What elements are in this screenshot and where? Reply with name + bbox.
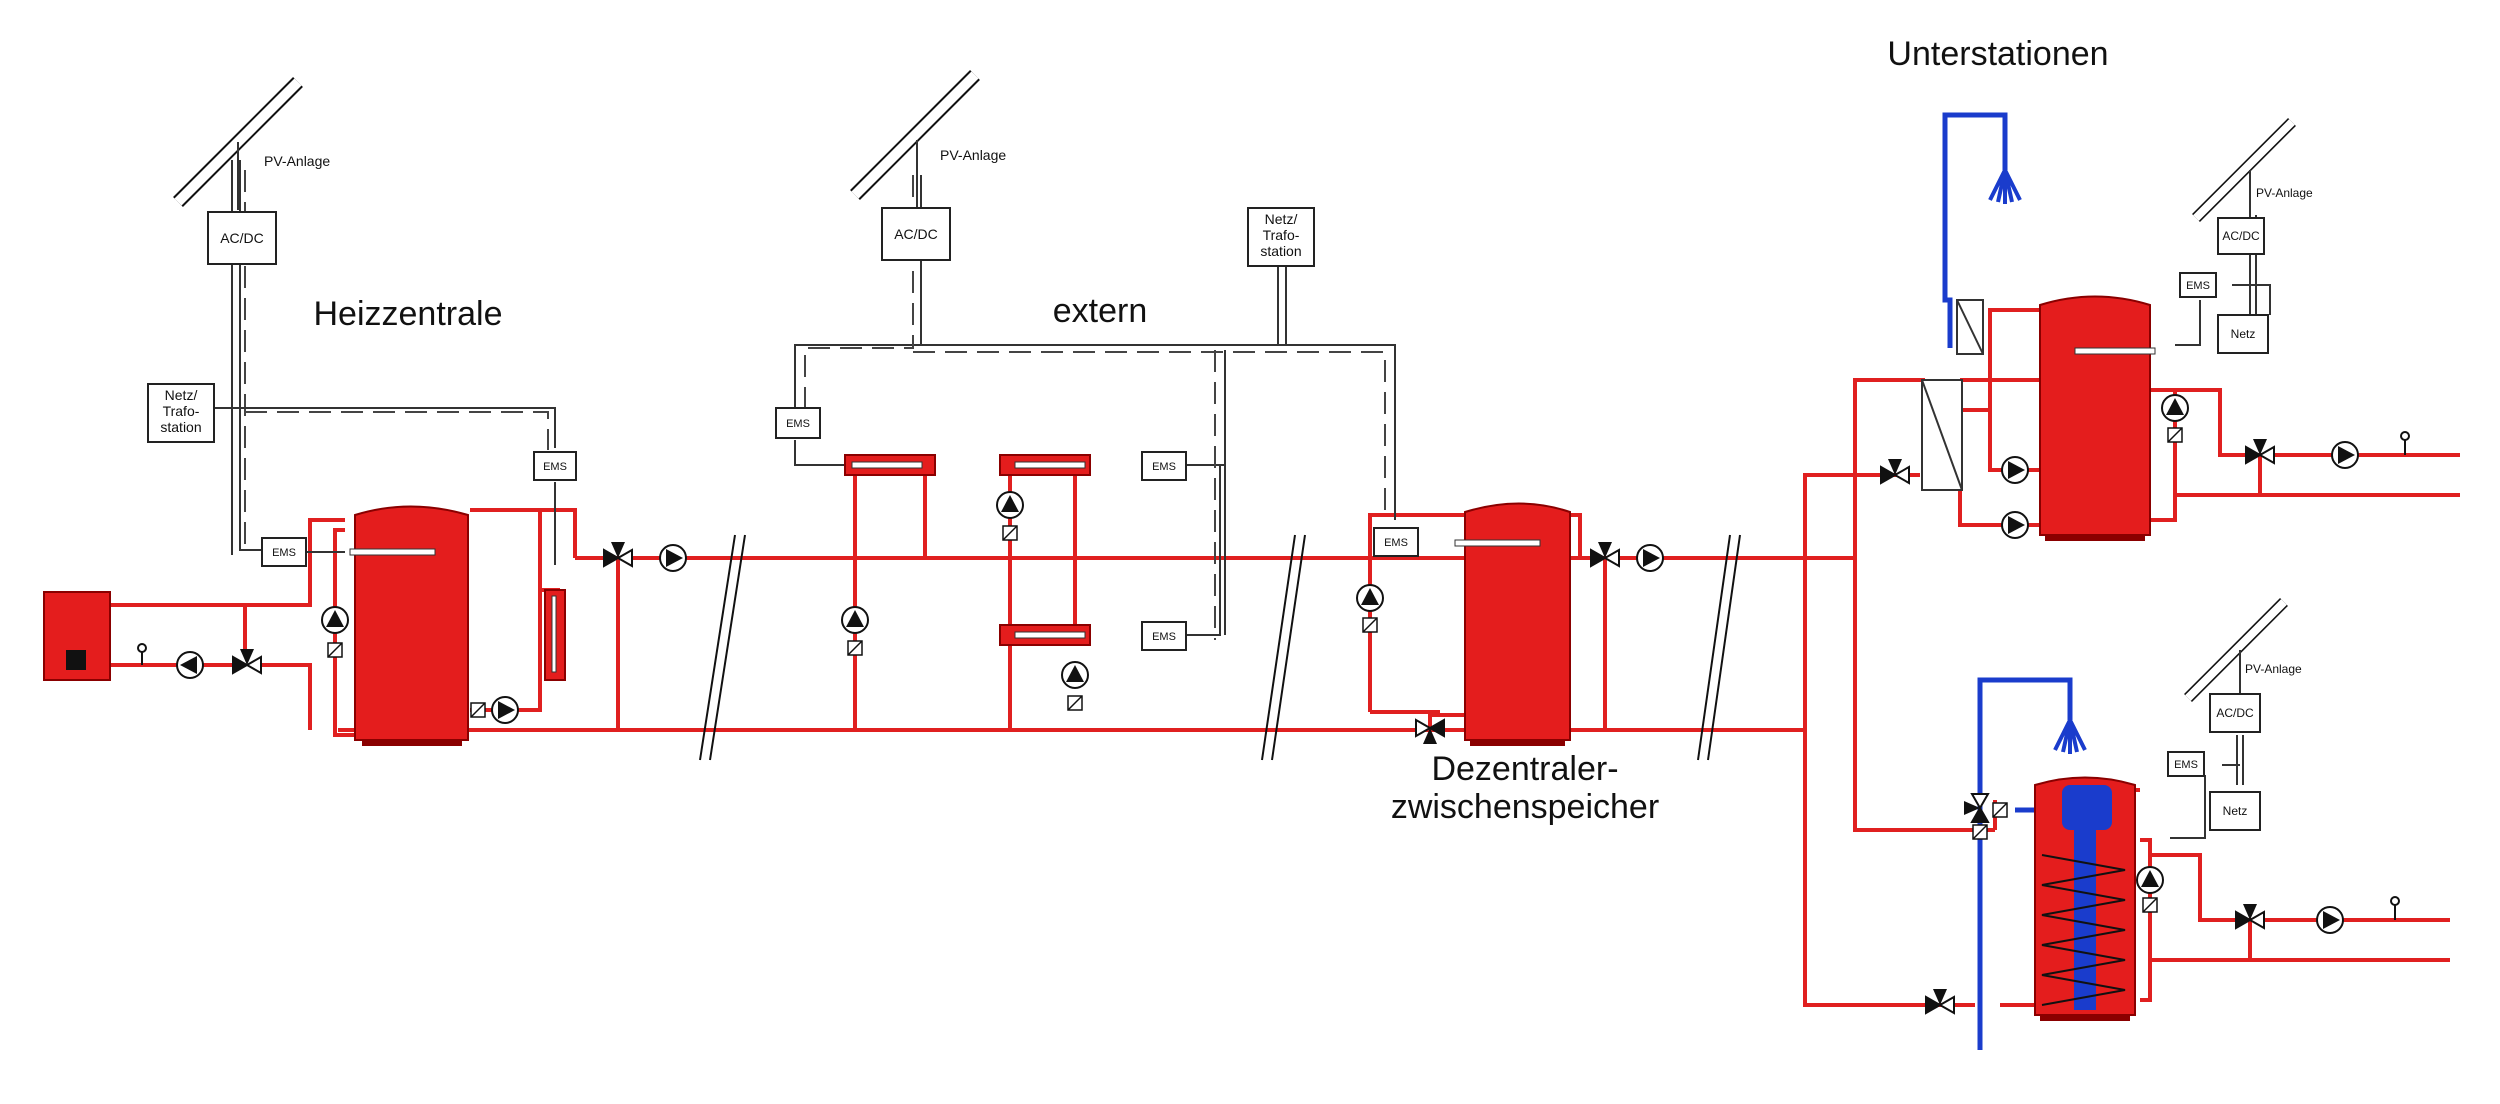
- pump-icon: [176, 651, 204, 679]
- pump-icon: [996, 491, 1024, 519]
- storage-tank-upper-substation: [2039, 295, 2156, 541]
- ems-box-dezentral: EMS: [1373, 527, 1419, 557]
- netz-trafo-box-heizzentrale: Netz/ Trafo- station: [147, 383, 215, 443]
- pump-icon: [491, 696, 519, 724]
- label-pv-anlage-upper: PV-Anlage: [2256, 186, 2313, 200]
- temperature-sensor-icon: [137, 643, 147, 665]
- heat-exchanger-large: [1921, 379, 1963, 491]
- svg-text:EMS: EMS: [1152, 631, 1176, 643]
- svg-text:EMS: EMS: [2174, 759, 2198, 771]
- sensor-icon: [1972, 824, 1988, 840]
- pump-icon: [2316, 906, 2344, 934]
- svg-text:EMS: EMS: [786, 418, 810, 430]
- svg-text:Netz/: Netz/: [165, 387, 198, 403]
- svg-text:Netz: Netz: [2223, 804, 2248, 818]
- pump-icon: [2001, 511, 2029, 539]
- svg-text:station: station: [160, 419, 201, 435]
- heat-exchanger-small: [1956, 299, 1984, 355]
- sensor-icon: [847, 640, 863, 656]
- electric-heater-extern-2: [999, 454, 1091, 476]
- pump-icon: [1636, 544, 1664, 572]
- sensor-icon: [1067, 695, 1083, 711]
- three-way-valve-icon: [1880, 458, 1910, 484]
- shower-head-upper-icon: [1988, 169, 2022, 204]
- sensor-icon: [2142, 897, 2158, 913]
- label-extern: extern: [1053, 292, 1148, 330]
- label-zwischenspeicher: zwischenspeicher: [1391, 788, 1659, 826]
- ems-box-extern-left: EMS: [775, 407, 821, 439]
- label-pv-anlage-heizzentrale: PV-Anlage: [264, 153, 330, 169]
- pump-icon: [1061, 661, 1089, 689]
- label-pv-anlage-lower: PV-Anlage: [2245, 662, 2302, 676]
- svg-text:EMS: EMS: [1384, 537, 1408, 549]
- pump-icon: [2161, 394, 2189, 422]
- sensor-icon: [1002, 525, 1018, 541]
- label-unterstationen: Unterstationen: [1887, 35, 2108, 73]
- ems-box-heizzentrale-tank: EMS: [261, 537, 307, 567]
- acdc-label: AC/DC: [2216, 706, 2254, 720]
- sensor-icon: [1992, 802, 2008, 818]
- electric-heater-extern-3: [999, 624, 1091, 646]
- pump-icon: [2331, 441, 2359, 469]
- ems-box-extern-right-lower: EMS: [1141, 621, 1187, 651]
- acdc-label: AC/DC: [2222, 229, 2260, 243]
- immersion-heater-heizzentrale: [544, 589, 566, 681]
- storage-tank-heizzentrale: [349, 505, 469, 746]
- pump-icon: [1356, 584, 1384, 612]
- pv-panel-extern-icon: [855, 75, 975, 195]
- three-way-valve-icon: [1963, 793, 1989, 823]
- pump-icon: [2136, 866, 2164, 894]
- three-way-valve-icon: [232, 648, 262, 674]
- acdc-box-upper-substation: AC/DC: [2217, 217, 2265, 255]
- svg-text:EMS: EMS: [2186, 280, 2210, 292]
- pump-icon: [2001, 456, 2029, 484]
- acdc-box-heizzentrale: AC/DC: [207, 211, 277, 265]
- pump-icon: [659, 544, 687, 572]
- acdc-label: AC/DC: [220, 230, 264, 246]
- svg-text:EMS: EMS: [543, 461, 567, 473]
- acdc-label: AC/DC: [894, 226, 938, 242]
- three-way-valve-icon: [1925, 988, 1955, 1014]
- sensor-icon: [327, 642, 343, 658]
- netz-box-upper-substation: Netz: [2217, 314, 2269, 354]
- sensor-icon: [1362, 617, 1378, 633]
- storage-tank-lower-substation: [2034, 776, 2136, 1021]
- outgoing-pipes-upper: [2360, 431, 2460, 457]
- ems-box-lower-substation: EMS: [2167, 751, 2205, 777]
- svg-text:Trafo-: Trafo-: [163, 403, 200, 419]
- acdc-box-lower-substation: AC/DC: [2209, 693, 2261, 733]
- storage-tank-dezentral: [1454, 502, 1571, 746]
- svg-text:Trafo-: Trafo-: [1263, 227, 1300, 243]
- pump-icon: [841, 606, 869, 634]
- ems-box-extern-right-upper: EMS: [1141, 451, 1187, 481]
- svg-text:EMS: EMS: [272, 547, 296, 559]
- sensor-icon: [470, 702, 486, 718]
- svg-text:Netz: Netz: [2231, 327, 2256, 341]
- svg-text:EMS: EMS: [1152, 461, 1176, 473]
- svg-text:Netz/: Netz/: [1265, 211, 1298, 227]
- sensor-icon: [2167, 427, 2183, 443]
- electric-heater-extern-1: [844, 454, 936, 476]
- netz-trafo-box-extern: Netz/ Trafo- station: [1247, 207, 1315, 267]
- label-pv-anlage-extern: PV-Anlage: [940, 147, 1006, 163]
- acdc-box-extern: AC/DC: [881, 207, 951, 261]
- boiler-unit: [43, 591, 111, 681]
- svg-text:station: station: [1260, 243, 1301, 259]
- outgoing-pipes-lower: [2345, 896, 2450, 922]
- shower-head-lower-icon: [2053, 719, 2087, 754]
- pv-panel-lower-substation-icon: [2188, 602, 2284, 698]
- ems-box-heizzentrale-heater: EMS: [533, 451, 577, 481]
- label-dezentraler: Dezentraler-: [1431, 750, 1618, 788]
- pipe-break-marks: [699, 534, 1741, 761]
- netz-box-lower-substation: Netz: [2209, 791, 2261, 831]
- pump-icon: [321, 606, 349, 634]
- hot-pipes: [110, 308, 2460, 1007]
- ems-box-upper-substation: EMS: [2179, 272, 2217, 298]
- label-heizzentrale: Heizzentrale: [314, 295, 503, 333]
- pv-panel-upper-substation-icon: [2196, 122, 2292, 218]
